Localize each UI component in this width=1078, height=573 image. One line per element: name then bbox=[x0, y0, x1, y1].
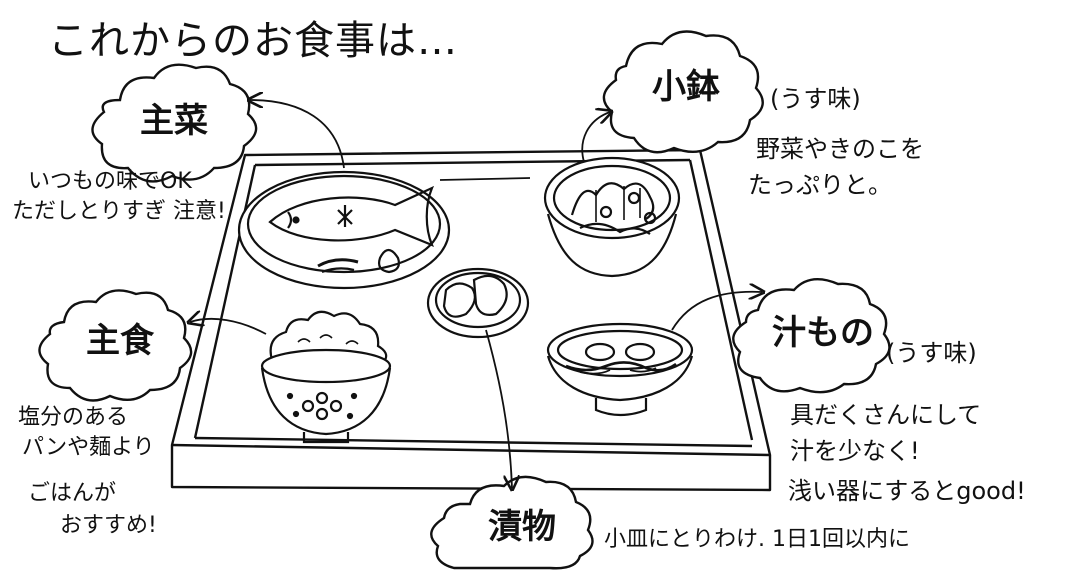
small-bowl-label: 小鉢 bbox=[652, 67, 720, 107]
page-title: これからのお食事は… bbox=[48, 18, 458, 64]
staple-note-1: 塩分のある bbox=[18, 405, 129, 430]
rice-bowl-illustration bbox=[260, 310, 392, 444]
small-bowl-note-1: 野菜やきのこを bbox=[756, 135, 924, 163]
staple-note-4: おすすめ! bbox=[60, 513, 157, 538]
pickles-plate-illustration bbox=[426, 267, 530, 339]
small-bowl-illustration bbox=[543, 156, 681, 278]
cloud-main-dish bbox=[91, 63, 258, 183]
small-bowl-note-2: たっぷりと。 bbox=[748, 171, 892, 199]
pickles-label: 漬物 bbox=[488, 507, 556, 547]
soup-note-3: 浅い器にするとgood! bbox=[788, 477, 1026, 505]
main-dish-note-1: いつもの味でOK bbox=[28, 169, 192, 194]
soup-label: 汁もの bbox=[772, 313, 874, 353]
staple-label: 主食 bbox=[86, 321, 154, 361]
main-dish-note-2: ただしとりすぎ 注意! bbox=[12, 199, 226, 224]
cloud-pickles bbox=[430, 475, 594, 570]
staple-note-2: パンや麺より bbox=[22, 435, 155, 460]
fish-plate-illustration bbox=[237, 170, 451, 290]
soup-note-1: 具だくさんにして bbox=[790, 401, 982, 429]
connector-arrows bbox=[190, 100, 762, 488]
main-dish-label: 主菜 bbox=[140, 101, 208, 141]
cloud-staple bbox=[38, 289, 193, 402]
small-bowl-taste: (うす味) bbox=[770, 85, 861, 113]
staple-note-3: ごはんが bbox=[28, 481, 117, 506]
soup-note-2: 汁を少なく! bbox=[790, 437, 920, 465]
pickles-note: 小皿にとりわけ. 1日1回以内に bbox=[604, 527, 910, 552]
cloud-soup bbox=[732, 278, 891, 394]
soup-taste: (うす味) bbox=[886, 339, 977, 367]
soup-bowl-illustration bbox=[546, 322, 694, 417]
